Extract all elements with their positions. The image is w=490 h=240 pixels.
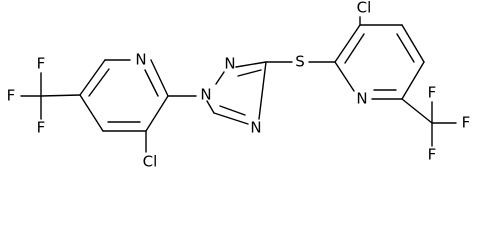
bond-right-pyridine-c1-c2-inner [344, 33, 365, 64]
bond-right-pyridine-c4-c5 [401, 61, 425, 100]
atom-label-right-f-right: F [462, 114, 471, 132]
atom-label-right-cl: Cl [357, 0, 372, 17]
bond-triazole-c5-n1 [206, 100, 215, 114]
bonds [20, 16, 457, 153]
bond-triazole-n2-c3-inner [237, 69, 262, 77]
atom-label-left-f-left: F [7, 87, 16, 105]
atom-label-left-cl: Cl [143, 153, 158, 171]
bond-left-cf3-ring [40, 94, 81, 97]
atom-label-sulfur: S [295, 53, 305, 71]
bond-triazole-n1-n2 [215, 71, 225, 85]
atom-label-left-f-top: F [37, 55, 46, 73]
atom-label-triazole-n4: N [250, 119, 261, 137]
atom-label-triazole-n2: N [224, 55, 235, 73]
bond-left-pyridine-n-c3-inner [144, 69, 159, 97]
bond-left-pyridine-c1-c2-inner [88, 68, 110, 97]
atom-label-left-f-bottom: F [37, 119, 46, 137]
bond-left-pyridine-n-c3 [150, 59, 169, 97]
bond-triazole-n4-c5 [213, 112, 249, 125]
atom-label-right-pyridine-n: N [356, 90, 367, 108]
atom-label-right-f-top: F [428, 84, 437, 102]
bond-left-pyridine-c3-c4 [145, 95, 169, 132]
atom-label-right-f-bottom: F [428, 146, 437, 164]
bond-left-pyridine-c1-c2 [79, 59, 106, 96]
bond-right-pyridine-c3-c4 [401, 24, 425, 63]
chemical-structure-diagram: F F F N Cl N N N S Cl N F F F [7, 0, 471, 171]
bond-right-pyridine-c3-c4-inner [396, 33, 415, 63]
atom-label-triazole-n1: N [200, 86, 211, 104]
bond-triazole-n4-c5-inner [219, 105, 246, 116]
bond-triazole-n2-c3 [235, 61, 267, 68]
atom-label-left-pyridine-n: N [135, 51, 146, 69]
bond-left-pyridine-c5-c1 [79, 94, 104, 132]
bond-right-cf3-ring [401, 98, 433, 124]
atom-labels: F F F N Cl N N N S Cl N F F F [7, 0, 471, 171]
bond-right-pyridine-n-c1 [334, 61, 355, 92]
bond-triazole-c3-n4 [258, 61, 267, 120]
bond-right-pyridine-c1-c2 [334, 24, 361, 63]
